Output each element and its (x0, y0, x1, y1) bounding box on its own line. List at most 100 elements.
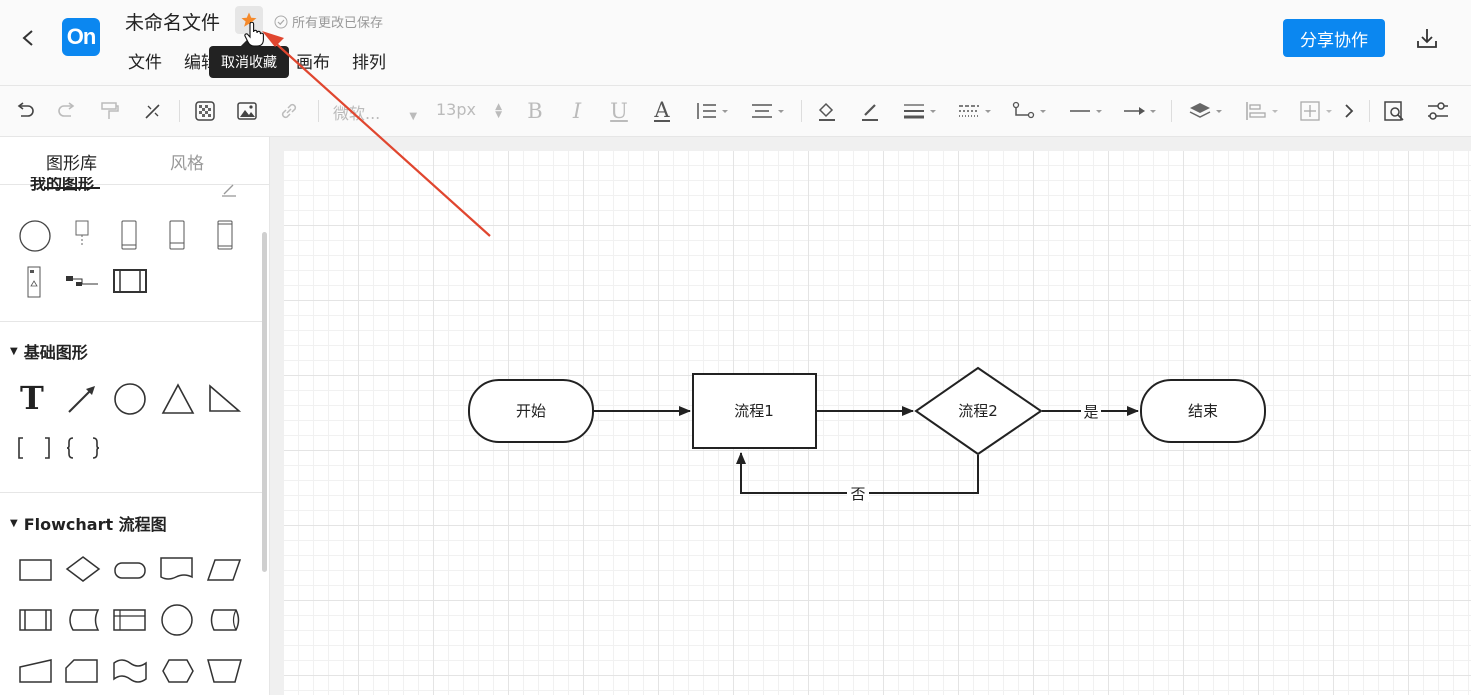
edge-label-no[interactable]: 否 (850, 485, 865, 503)
edge-label-yes[interactable]: 是 (1083, 403, 1098, 421)
flow-document[interactable] (158, 555, 196, 583)
bold-button[interactable]: B (522, 98, 548, 124)
my-shape-circle[interactable] (18, 219, 52, 253)
format-painter-button[interactable] (96, 98, 122, 124)
flow-punched-tape[interactable] (112, 657, 148, 685)
find-button[interactable] (1381, 98, 1407, 124)
settings-button[interactable] (1425, 98, 1451, 124)
node-process1[interactable]: 流程1 (692, 373, 817, 449)
my-shape-lifeline[interactable] (72, 219, 92, 249)
underline-button[interactable]: U (606, 98, 632, 124)
shape-circle[interactable] (112, 382, 148, 416)
paint-bucket-icon (818, 102, 835, 121)
hand-cursor-icon (244, 22, 264, 47)
flow-connector[interactable] (158, 603, 196, 637)
italic-button[interactable]: I (564, 98, 590, 124)
font-size-select[interactable]: 13px ▲▼ (436, 100, 502, 119)
line-start-select[interactable] (1066, 98, 1106, 124)
font-color-icon: A (654, 98, 670, 122)
shape-triangle[interactable] (160, 382, 196, 416)
line-height-select[interactable] (692, 98, 732, 124)
node-end[interactable]: 结束 (1140, 379, 1266, 443)
flow-stored-data[interactable] (64, 607, 100, 633)
arrow-right-icon (1124, 107, 1156, 115)
distribute-select[interactable] (1296, 98, 1336, 124)
shape-right-triangle[interactable] (206, 382, 242, 416)
layer-select[interactable] (1186, 98, 1226, 124)
shape-text[interactable]: T (20, 379, 44, 417)
flow-data[interactable] (206, 557, 242, 583)
drawing-canvas[interactable]: 是 否 开始 流程1 流程2 结束 (284, 151, 1471, 695)
flow-card[interactable] (64, 657, 100, 685)
my-shape-device[interactable] (214, 219, 236, 251)
shape-arrow[interactable] (66, 383, 98, 415)
line-style-select[interactable] (955, 98, 995, 124)
flow-manual-operation[interactable] (206, 657, 244, 685)
my-shape-connector[interactable] (64, 273, 100, 289)
my-shapes-title[interactable]: 我的图形 (30, 177, 94, 195)
line-color-button[interactable] (857, 98, 883, 124)
fill-pattern-button[interactable] (192, 98, 218, 124)
align-select[interactable] (748, 98, 788, 124)
insert-image-button[interactable] (234, 98, 260, 124)
image-icon (237, 102, 257, 120)
bold-icon: B (527, 99, 543, 123)
redo-button[interactable] (54, 98, 80, 124)
flow-manual-input[interactable] (18, 657, 54, 685)
basic-shapes-title[interactable]: ▼ 基础图形 (10, 339, 88, 363)
my-shape-phone[interactable] (118, 219, 140, 251)
connector-type-select[interactable] (1010, 98, 1050, 124)
search-page-icon (1384, 101, 1404, 121)
edit-icon[interactable] (220, 183, 238, 197)
favorite-button[interactable] (235, 6, 263, 34)
flow-terminator[interactable] (112, 557, 148, 583)
fill-color-button[interactable] (814, 98, 840, 124)
font-size-value: 13px (436, 100, 476, 119)
flow-display[interactable] (160, 657, 196, 685)
flow-decision[interactable] (64, 555, 102, 583)
my-shapes-title-text: 我的图形 (30, 177, 95, 193)
shape-brackets[interactable] (14, 435, 54, 461)
share-button[interactable]: 分享协作 (1283, 19, 1385, 57)
align-shapes-select[interactable] (1242, 98, 1282, 124)
checker-icon (195, 101, 215, 121)
node-process2[interactable]: 流程2 (914, 366, 1043, 456)
more-tools-button[interactable] (1338, 98, 1360, 124)
my-shape-mobile-ui[interactable] (24, 265, 46, 299)
file-title[interactable]: 未命名文件 (125, 12, 221, 34)
line-end-select[interactable] (1120, 98, 1160, 124)
saved-status: 所有更改已保存 (274, 12, 383, 31)
my-shape-tablet[interactable] (166, 219, 188, 251)
menu-canvas[interactable]: 画布 (296, 53, 330, 73)
app-logo[interactable]: On (62, 18, 100, 56)
flow-predefined-process[interactable] (18, 607, 54, 633)
flow-direct-data[interactable] (206, 607, 244, 633)
menu-file[interactable]: 文件 (128, 53, 162, 73)
italic-icon: I (572, 99, 582, 123)
menu-arrange[interactable]: 排列 (352, 53, 386, 73)
tab-shape-library[interactable]: 图形库 (44, 149, 100, 189)
panel-scrollbar[interactable] (262, 232, 267, 572)
tab-style[interactable]: 风格 (170, 154, 204, 174)
shape-braces[interactable] (62, 435, 104, 461)
font-color-button[interactable]: A (649, 98, 675, 124)
back-button[interactable] (14, 24, 42, 52)
download-button[interactable] (1411, 22, 1443, 54)
clear-format-button[interactable] (140, 98, 166, 124)
line-width-select[interactable] (900, 98, 940, 124)
caret-down-icon: ▼ (10, 345, 18, 357)
basic-shapes-title-text: 基础图形 (23, 343, 88, 362)
insert-link-button[interactable] (276, 98, 302, 124)
flowchart-title[interactable]: ▼ Flowchart 流程图 (10, 511, 167, 535)
flow-internal-storage[interactable] (112, 607, 148, 633)
caret-down-icon: ▼ (409, 111, 418, 122)
sliders-icon (1428, 102, 1448, 120)
flow-process[interactable] (18, 557, 54, 583)
line-start-icon (1070, 110, 1102, 113)
node-start[interactable]: 开始 (468, 379, 594, 443)
link-icon (281, 103, 297, 119)
redo-icon (58, 102, 75, 117)
undo-button[interactable] (12, 98, 38, 124)
font-family-select[interactable]: 微软... ▼ (333, 100, 417, 124)
my-shape-frame[interactable] (112, 267, 148, 295)
